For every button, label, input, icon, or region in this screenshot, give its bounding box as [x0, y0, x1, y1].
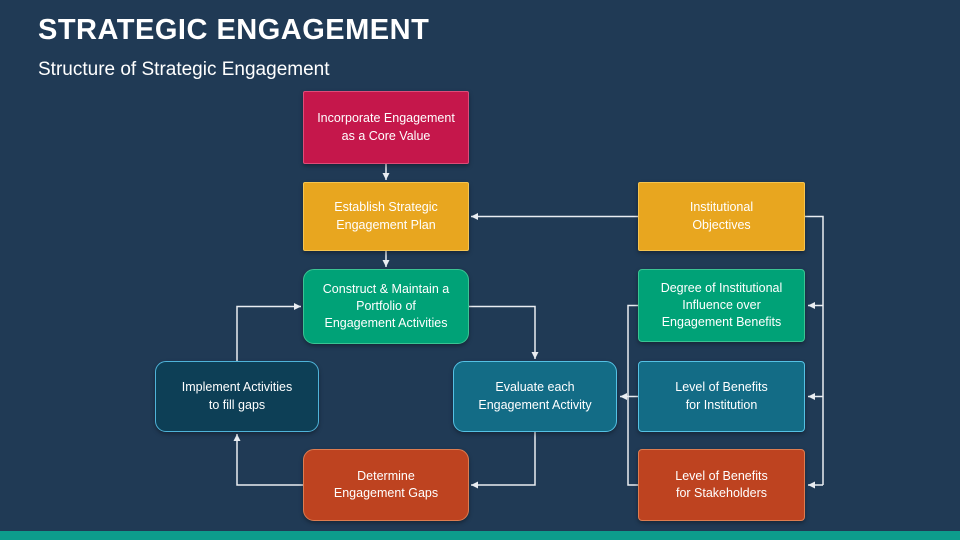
node-benefits-institution: Level of Benefits for Institution	[638, 361, 805, 432]
node-construct-portfolio: Construct & Maintain a Portfolio of Enga…	[303, 269, 469, 344]
node-benefits-stakeholders: Level of Benefits for Stakeholders	[638, 449, 805, 521]
node-label: Institutional Objectives	[689, 200, 754, 232]
node-label: Incorporate Engagement as a Core Value	[317, 111, 455, 143]
node-incorporate-engagement: Incorporate Engagement as a Core Value	[303, 91, 469, 164]
node-implement-activities: Implement Activities to fill gaps	[155, 361, 319, 432]
node-institutional-objectives: Institutional Objectives	[638, 182, 805, 251]
node-establish-plan: Establish Strategic Engagement Plan	[303, 182, 469, 251]
node-label: Determine Engagement Gaps	[333, 468, 439, 500]
node-determine-gaps: Determine Engagement Gaps	[303, 449, 469, 521]
node-label: Implement Activities to fill gaps	[181, 380, 293, 412]
slide-subtitle: Structure of Strategic Engagement	[38, 59, 330, 80]
node-label: Degree of Institutional Influence over E…	[660, 280, 783, 330]
footer-accent-bar	[0, 531, 960, 540]
node-degree-influence: Degree of Institutional Influence over E…	[638, 269, 805, 342]
slide-title: STRATEGIC ENGAGEMENT	[38, 14, 430, 46]
node-label: Establish Strategic Engagement Plan	[334, 200, 438, 232]
node-label: Evaluate each Engagement Activity	[478, 380, 592, 412]
node-label: Level of Benefits for Stakeholders	[675, 468, 768, 500]
node-label: Construct & Maintain a Portfolio of Enga…	[322, 281, 450, 331]
node-evaluate-activity: Evaluate each Engagement Activity	[453, 361, 617, 432]
node-label: Level of Benefits for Institution	[675, 380, 768, 412]
